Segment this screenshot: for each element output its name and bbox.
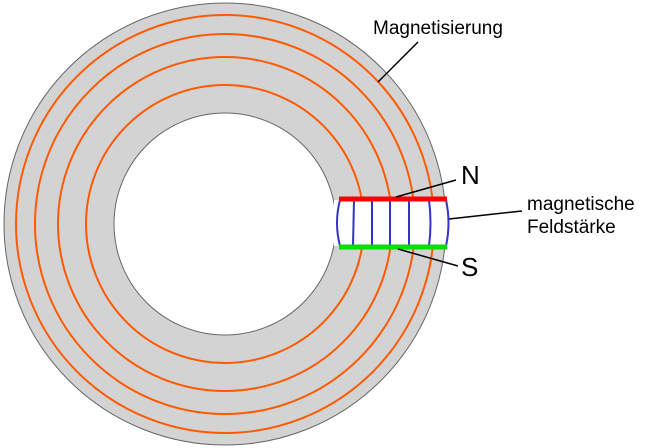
ring-hole [113,112,337,336]
field-label-line2: Feldstärke [527,217,616,238]
field-lines [336,199,450,247]
north-leader [395,179,457,198]
magnetization-label: Magnetisierung [373,18,503,39]
air-gap [334,200,450,246]
south-leader [397,248,459,267]
field-label-line1: magnetische [527,194,635,215]
south-label: S [461,252,479,282]
north-label: N [461,160,480,190]
field-leader [448,210,523,220]
magnetization-leader [377,41,419,83]
